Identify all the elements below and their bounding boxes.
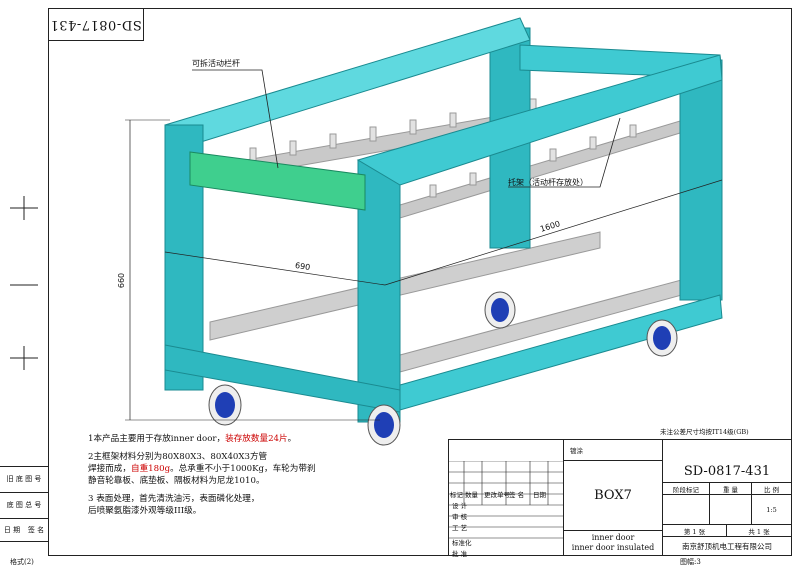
- wheels: [208, 291, 678, 446]
- rev-change-no: 更改单号: [484, 491, 510, 499]
- scale-label: 比 例: [752, 483, 792, 495]
- sheet-no: 第 1 张: [663, 525, 727, 537]
- footer-format: 格式(2): [10, 558, 34, 566]
- label-bracket: 托架（活动杆存放处）: [508, 178, 588, 187]
- footer-size: 图幅:3: [680, 558, 701, 566]
- dim-660: 660: [117, 272, 127, 289]
- approve-label: 批 准: [452, 550, 468, 558]
- note-2: 2主框架材料分别为80X80X3、80X40X3方管焊接而成，自重180g。总承…: [88, 452, 316, 486]
- beam-top-side: [356, 54, 723, 186]
- post-back-right: [679, 59, 723, 301]
- technical-notes: 1本产品主要用于存放inner door，装存放数量24片。 2主框架材料分别为…: [88, 433, 378, 523]
- label-removable-bar: 可拆活动栏杆: [192, 59, 240, 68]
- drawing-number: SD-0817-431: [663, 461, 792, 483]
- weight-label: 重 量: [710, 483, 752, 495]
- dim-line-1600: [384, 179, 723, 286]
- sheet-total: 共 1 张: [727, 525, 792, 537]
- stage-mark: 阶段标记: [663, 483, 710, 495]
- drawing-frame: [48, 8, 792, 556]
- stage-value: [663, 495, 710, 525]
- tolerance-note: 未注公差尺寸均按IT14级(GB): [660, 428, 749, 436]
- check-label: 审 核: [452, 513, 468, 521]
- part-description: inner door inner door insulated: [563, 531, 663, 556]
- weight-value: [710, 495, 752, 525]
- rev-date: 日期: [533, 491, 546, 499]
- note-1: 1本产品主要用于存放inner door，装存放数量24片。: [88, 434, 297, 444]
- side-date-sign: 日 期签 名: [0, 518, 48, 542]
- beam-bottom-front: [164, 344, 401, 413]
- side-drawing-total-no: 底 图 总 号: [0, 492, 48, 517]
- scale-value: 1:5: [752, 495, 792, 525]
- design-label: 设 计: [452, 502, 468, 510]
- bottom-rail-back: [209, 231, 601, 341]
- beam-bottom-side: [399, 294, 723, 411]
- dim-line-690: [164, 251, 386, 286]
- drawing-code-box: SD-0817-431: [48, 8, 144, 41]
- company-name: 南京舒顶机电工程有限公司: [663, 537, 792, 556]
- margin-marks: [10, 196, 38, 370]
- rev-mark: 标记: [450, 491, 463, 499]
- process-label: 工 艺: [452, 524, 468, 532]
- standard-label: 标准化: [452, 539, 472, 547]
- removable-bar: [189, 151, 366, 211]
- part-name: BOX7: [563, 461, 663, 531]
- rev-sign: 签 名: [509, 491, 525, 499]
- leader-bracket: [508, 117, 621, 188]
- dim-690: 690: [294, 260, 311, 273]
- note-3: 3 表面处理，首先清洗油污，表面磷化处理，后喷聚氨脂漆外观等级III级。: [88, 494, 260, 516]
- coating-cell: 镀涂: [563, 439, 663, 461]
- rev-qty: 数量: [465, 491, 478, 499]
- revision-grid: [448, 461, 564, 539]
- leader-removable-bar: [192, 69, 279, 169]
- side-old-drawing-no: 旧 底 图 号: [0, 466, 48, 491]
